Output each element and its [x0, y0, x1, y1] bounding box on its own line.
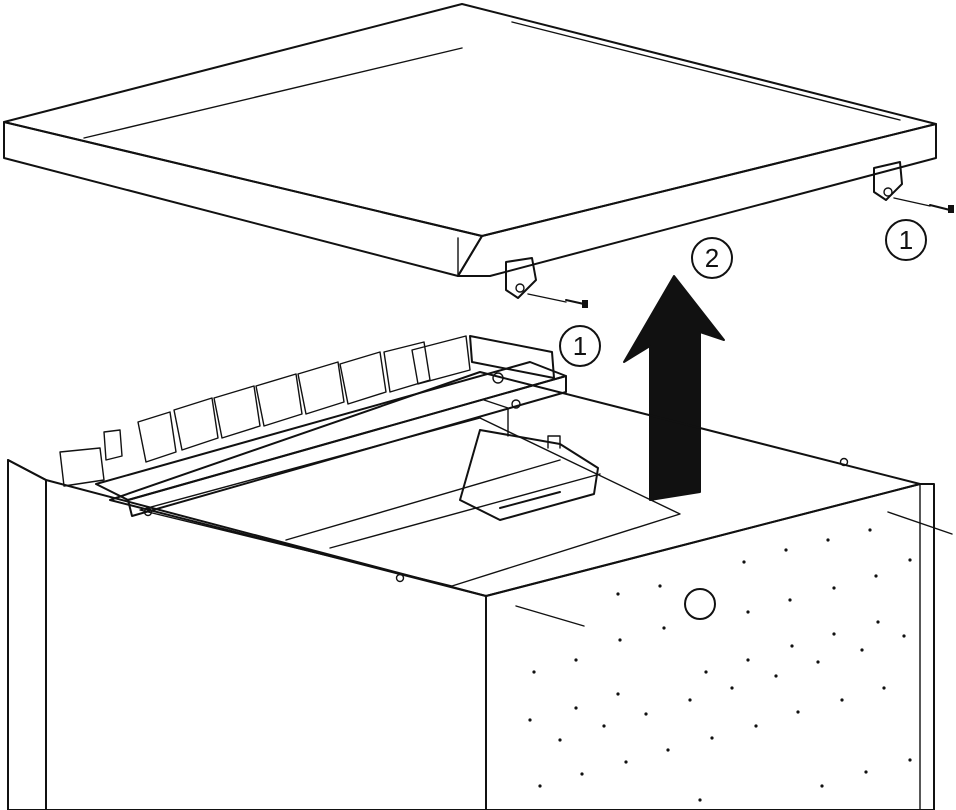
cover-front-right-edge: [457, 123, 937, 277]
screw-left-shaft: [565, 299, 585, 305]
callout-step-1-right: 1: [885, 219, 927, 261]
callout-circle: [885, 219, 927, 261]
fin-8: [411, 335, 471, 385]
cover-bracket-right: [873, 161, 903, 201]
cabinet-front-right-face: [485, 483, 935, 810]
callout-label: 1: [573, 331, 587, 361]
callout-circle: [559, 325, 601, 367]
cover-inner-rim-left: [83, 47, 463, 139]
cover-bracket-right-hole: [883, 187, 893, 197]
cable-grommet: [684, 588, 716, 620]
screw-left-head: [582, 300, 588, 308]
fin-4: [255, 373, 303, 427]
callout-step-1-left: 1: [559, 325, 601, 367]
fin-7: [383, 341, 431, 393]
callout-step-2: 2: [691, 237, 733, 279]
fin-2: [173, 397, 219, 451]
cabinet-inner-tray: [139, 417, 681, 587]
fin-rail-front: [127, 375, 567, 517]
tray-line-1: [285, 459, 561, 541]
fin-5: [297, 361, 345, 415]
cover-top-face: [3, 3, 937, 237]
screw-left: [527, 293, 588, 308]
fin-support: [483, 399, 509, 437]
cover-bracket-left-hole: [515, 283, 525, 293]
callout-circle: [691, 237, 733, 279]
pointer-line: [887, 511, 953, 535]
screw-right-head: [948, 205, 954, 213]
perforation-dots: [528, 528, 912, 802]
screw-hole: [839, 457, 849, 467]
callout-label: 2: [705, 243, 719, 273]
fin-3: [213, 385, 261, 439]
screw-right-guide: [893, 197, 931, 207]
fin-1: [137, 411, 177, 463]
callout-label: 1: [899, 225, 913, 255]
screw-hole: [143, 507, 153, 517]
lift-up-arrow: [623, 275, 725, 501]
fin-6: [339, 351, 387, 405]
fin-bracket: [469, 335, 555, 379]
fin-bracket-bolt: [492, 372, 504, 384]
top-cover-plate: [3, 3, 937, 299]
cabinet-front-left-face: [7, 459, 487, 810]
cover-front-left-edge: [3, 121, 483, 277]
screw-right: [893, 197, 954, 213]
screw-left-guide: [527, 293, 567, 303]
compressor-slot: [499, 491, 561, 509]
ventilation-fins: [95, 335, 567, 517]
appliance-cabinet: [7, 335, 953, 810]
screw-hole: [395, 573, 405, 583]
hinge-bracket-left: [59, 447, 105, 487]
screw-right-shaft: [929, 204, 951, 211]
tray-line-2: [329, 473, 601, 549]
compressor-cap: [547, 435, 561, 449]
pointer-line: [515, 605, 585, 627]
fin-bracket-bolt: [511, 399, 521, 409]
cabinet-side-trim: [7, 459, 47, 810]
cover-inner-rim-right: [511, 21, 901, 121]
cover-bracket-left: [505, 257, 537, 299]
hinge-clip: [103, 429, 123, 461]
